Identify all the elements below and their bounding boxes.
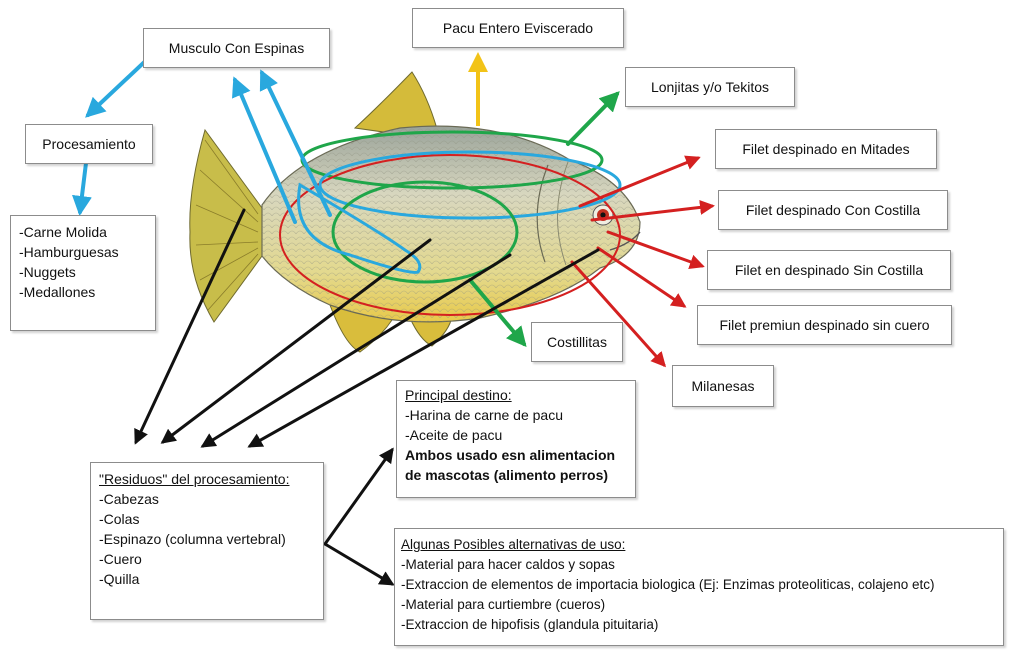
productos-procesados-list: -Carne Molida -Hamburguesas -Nuggets -Me…	[19, 222, 147, 302]
label-lonjitas-tekitos: Lonjitas y/o Tekitos	[625, 67, 795, 107]
label-procesamiento: Procesamiento	[25, 124, 153, 164]
label-costillitas: Costillitas	[531, 322, 623, 362]
list-item: -Carne Molida	[19, 222, 147, 242]
list-item: -Extraccion de hipofisis (glandula pitui…	[401, 615, 997, 635]
label-text: Pacu Entero Eviscerado	[443, 18, 593, 38]
list-item: -Harina de carne de pacu	[405, 405, 627, 425]
list-item: -Quilla	[99, 569, 315, 589]
label-text: Milanesas	[691, 376, 754, 396]
label-text: Filet premiun despinado sin cuero	[719, 315, 929, 335]
label-milanesas: Milanesas	[672, 365, 774, 407]
list-item: -Extraccion de elementos de importacia b…	[401, 575, 997, 595]
list-item: -Colas	[99, 509, 315, 529]
label-text: Procesamiento	[42, 134, 135, 154]
list-item: -Aceite de pacu	[405, 425, 627, 445]
alternativas-box: Algunas Posibles alternativas de uso: -M…	[394, 528, 1004, 646]
label-filet-con-costilla: Filet despinado Con Costilla	[718, 190, 948, 230]
destino-header: Principal destino:	[405, 385, 627, 405]
label-filet-premium: Filet premiun despinado sin cuero	[697, 305, 952, 345]
list-item: -Nuggets	[19, 262, 147, 282]
list-item: -Cuero	[99, 549, 315, 569]
label-text: Filet en despinado Sin Costilla	[735, 260, 923, 280]
list-item: -Hamburguesas	[19, 242, 147, 262]
destino-note-line: de mascotas (alimento perros)	[405, 465, 627, 485]
destino-note-line: Ambos usado esn alimentacion	[405, 445, 627, 465]
label-text: Filet despinado Con Costilla	[746, 200, 920, 220]
list-item: -Material para curtiembre (cueros)	[401, 595, 997, 615]
residuos-box: "Residuos" del procesamiento: -Cabezas -…	[90, 462, 324, 620]
alternativas-header: Algunas Posibles alternativas de uso:	[401, 535, 997, 555]
list-item: -Espinazo (columna vertebral)	[99, 529, 315, 549]
pacu-fish-illustration	[190, 72, 640, 352]
label-pacu-entero-eviscerado: Pacu Entero Eviscerado	[412, 8, 624, 48]
residuos-header: "Residuos" del procesamiento:	[99, 469, 315, 489]
list-item: -Material para hacer caldos y sopas	[401, 555, 997, 575]
label-musculo-con-espinas: Musculo Con Espinas	[143, 28, 330, 68]
label-filet-mitades: Filet despinado en Mitades	[715, 129, 937, 169]
label-text: Musculo Con Espinas	[169, 38, 304, 58]
label-text: Costillitas	[547, 332, 607, 352]
label-filet-sin-costilla: Filet en despinado Sin Costilla	[707, 250, 951, 290]
productos-procesados-box: -Carne Molida -Hamburguesas -Nuggets -Me…	[10, 215, 156, 331]
list-item: -Medallones	[19, 282, 147, 302]
list-item: -Cabezas	[99, 489, 315, 509]
destino-box: Principal destino: -Harina de carne de p…	[396, 380, 636, 498]
label-text: Lonjitas y/o Tekitos	[651, 77, 769, 97]
residuos-list: -Cabezas -Colas -Espinazo (columna verte…	[99, 489, 315, 589]
label-text: Filet despinado en Mitades	[742, 139, 909, 159]
